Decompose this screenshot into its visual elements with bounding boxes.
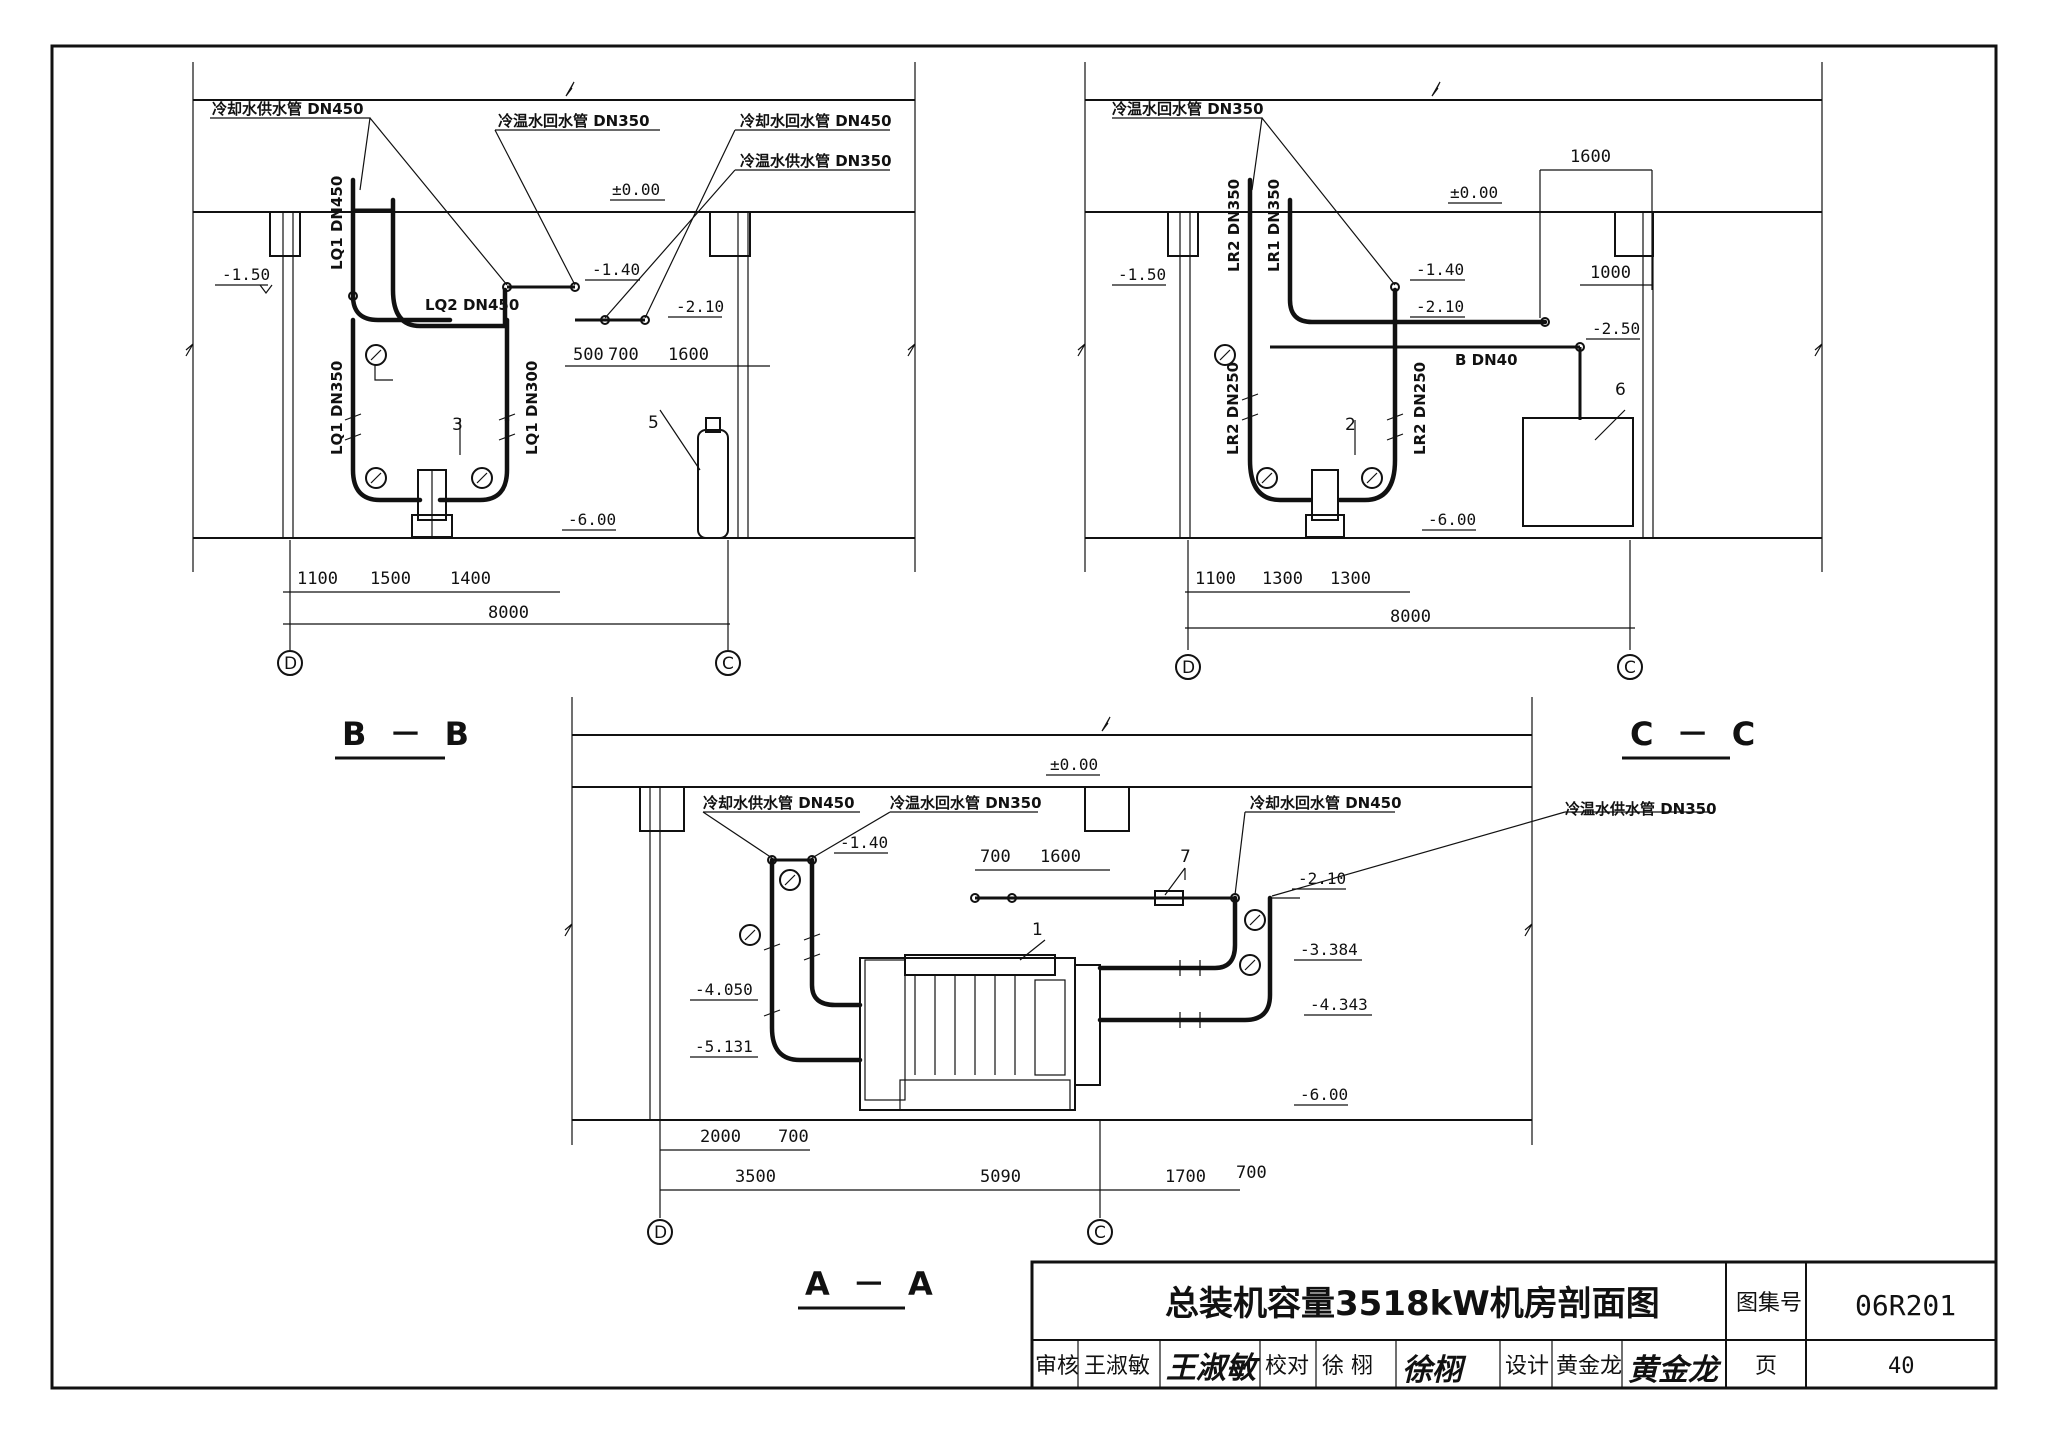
design-label: 设计: [1505, 1354, 1549, 1379]
aa-level-140: -1.40: [840, 833, 888, 852]
cc-lr2-350-label: LR2 DN350: [1225, 179, 1243, 272]
cc-dim-1100: 1100: [1195, 569, 1236, 589]
aa-cw-return-label: 冷却水回水管 DN450: [1250, 794, 1402, 812]
bb-cw-return-label: 冷却水回水管 DN450: [740, 112, 892, 130]
cc-chw-return-label: 冷温水回水管 DN350: [1112, 100, 1264, 118]
section-aa: 冷却水供水管 DN450 冷温水回水管 DN350 冷却水回水管 DN450 冷…: [564, 697, 1717, 1310]
aa-section-title: A － A: [805, 1265, 939, 1303]
atlas-label: 图集号: [1736, 1291, 1802, 1316]
page-number: 40: [1888, 1354, 1915, 1379]
bb-dim-1500: 1500: [370, 569, 411, 589]
bb-chw-supply-label: 冷温水供水管 DN350: [740, 152, 892, 170]
aa-tag-filter: 7: [1180, 847, 1191, 867]
aa-dim-2000: 2000: [700, 1127, 741, 1147]
checker-name: 徐 栩: [1322, 1354, 1373, 1379]
bb-dim-700: 700: [608, 345, 639, 365]
bb-dim-1600: 1600: [668, 345, 709, 365]
designer-signature: 黄金龙: [1628, 1353, 1722, 1388]
bb-axis-c: C: [722, 654, 734, 674]
bb-dim-1100: 1100: [297, 569, 338, 589]
atlas-number: 06R201: [1855, 1289, 1956, 1322]
cc-lr2-250a-label: LR2 DN250: [1224, 362, 1242, 455]
bb-level-140: -1.40: [592, 260, 640, 279]
aa-level-600: -6.00: [1300, 1085, 1348, 1104]
aa-tag-chiller: 1: [1032, 920, 1043, 940]
pump-2: [1311, 469, 1339, 521]
cc-level-210: -2.10: [1416, 297, 1464, 316]
cc-tag-unit: 6: [1615, 380, 1626, 400]
aa-level-5131: -5.131: [695, 1037, 753, 1056]
cc-level-zero: ±0.00: [1450, 183, 1498, 202]
aa-dim-3500: 3500: [735, 1167, 776, 1187]
title-block: 总装机容量3518kW机房剖面图 图集号 06R201 页 40 审核 王淑敏 …: [1030, 1260, 1998, 1390]
cc-dim-8000: 8000: [1390, 607, 1431, 627]
cc-lr1-350-label: LR1 DN350: [1265, 179, 1283, 272]
aa-level-210: -2.10: [1298, 869, 1346, 888]
cc-level-140: -1.40: [1416, 260, 1464, 279]
aa-dim-1600: 1600: [1040, 847, 1081, 867]
chiller-1: [859, 954, 1101, 1111]
bb-dim-500: 500: [573, 345, 604, 365]
bb-axis-d: D: [284, 654, 297, 674]
bb-lq1-350-label: LQ1 DN350: [328, 361, 346, 455]
review-label: 审核: [1035, 1354, 1079, 1379]
bb-level-150: -1.50: [222, 265, 270, 284]
aa-level-zero: ±0.00: [1050, 755, 1098, 774]
cc-section-title: C － C: [1630, 715, 1761, 753]
cc-level-600: -6.00: [1428, 510, 1476, 529]
aa-dim-5090: 5090: [980, 1167, 1021, 1187]
designer-name: 黄金龙: [1556, 1354, 1622, 1379]
bb-lq1-450-label: LQ1 DN450: [328, 176, 346, 270]
cc-tag-pump: 2: [1345, 415, 1356, 435]
aa-dim-700c: 700: [1236, 1163, 1267, 1183]
bb-level-zero: ±0.00: [612, 180, 660, 199]
cc-dim-1600: 1600: [1570, 147, 1611, 167]
bb-dim-1400: 1400: [450, 569, 491, 589]
drawing-title: 总装机容量3518kW机房剖面图: [1165, 1284, 1660, 1324]
aa-chw-return-label: 冷温水回水管 DN350: [890, 794, 1042, 812]
cc-level-250: -2.50: [1592, 319, 1640, 338]
bb-level-210: -2.10: [676, 297, 724, 316]
aa-dim-1700: 1700: [1165, 1167, 1206, 1187]
checker-signature: 徐栩: [1402, 1353, 1467, 1388]
page-label: 页: [1755, 1354, 1777, 1379]
cc-b-dn40-label: B DN40: [1455, 351, 1518, 369]
cc-axis-d: D: [1182, 658, 1195, 678]
aa-dim-700a: 700: [980, 847, 1011, 867]
bb-section-title: B － B: [342, 715, 475, 753]
bb-chw-return-label: 冷温水回水管 DN350: [498, 112, 650, 130]
aa-level-4343: -4.343: [1310, 995, 1368, 1014]
bb-tag-pump: 3: [452, 415, 463, 435]
unit-6: [1522, 417, 1634, 527]
bb-dim-8000: 8000: [488, 603, 529, 623]
bb-lq2-450-label: LQ2 DN450: [425, 296, 519, 314]
section-cc: 冷温水回水管 DN350 LR2 DN350 LR1 DN350 B DN40 …: [1077, 62, 1823, 760]
aa-cw-supply-label: 冷却水供水管 DN450: [703, 794, 855, 812]
reviewer-signature: 王淑敏: [1166, 1351, 1261, 1386]
aa-chw-supply-label: 冷温水供水管 DN350: [1565, 800, 1717, 818]
cc-dim-1000: 1000: [1590, 263, 1631, 283]
filter-7: [1154, 890, 1184, 906]
aa-axis-c: C: [1094, 1223, 1106, 1243]
aa-level-3384: -3.384: [1300, 940, 1358, 959]
bb-level-600: -6.00: [568, 510, 616, 529]
cc-dim-1300b: 1300: [1330, 569, 1371, 589]
aa-dim-700b: 700: [778, 1127, 809, 1147]
check-label: 校对: [1265, 1354, 1309, 1379]
bb-tag-tank: 5: [648, 413, 659, 433]
drawing-frame: [50, 44, 1998, 1390]
cc-axis-c: C: [1624, 658, 1636, 678]
tank-5: [697, 429, 729, 539]
aa-level-4050: -4.050: [695, 980, 753, 999]
bb-lq1-300-label: LQ1 DN300: [523, 361, 541, 455]
aa-axis-d: D: [654, 1223, 667, 1243]
reviewer-name: 王淑敏: [1084, 1354, 1150, 1379]
cc-level-150: -1.50: [1118, 265, 1166, 284]
section-bb: 冷却水供水管 DN450 冷温水回水管 DN350 冷却水回水管 DN450 冷…: [185, 62, 916, 760]
cc-lr2-250b-label: LR2 DN250: [1411, 362, 1429, 455]
cc-dim-1300a: 1300: [1262, 569, 1303, 589]
bb-cw-supply-label: 冷却水供水管 DN450: [212, 100, 364, 118]
